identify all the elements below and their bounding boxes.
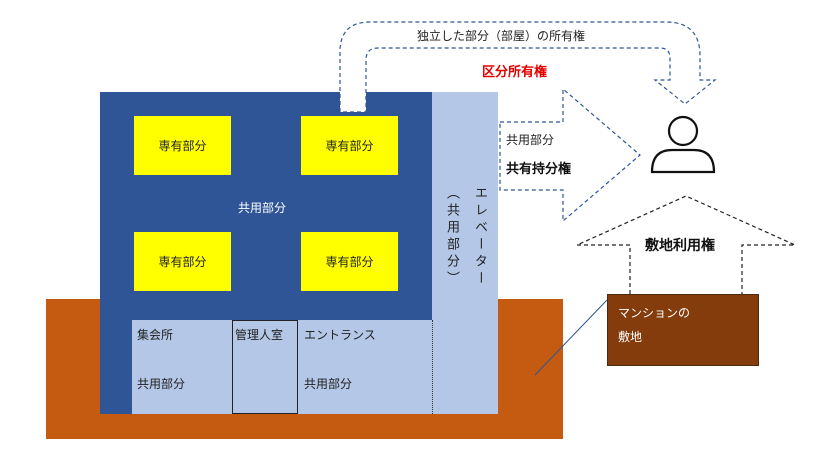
private-unit: 専有部分: [134, 232, 231, 291]
elevator-label: エレベーター: [472, 186, 487, 288]
meeting-hall-common-label: 共用部分: [137, 377, 186, 391]
site-label-line2: 敷地: [618, 330, 643, 344]
elevator-common-label: （共用部分）: [444, 186, 459, 288]
land-use-right-label: 敷地利用権: [645, 238, 715, 254]
elevator-shaft: [432, 92, 498, 414]
site-label-line1: マンションの: [618, 306, 691, 320]
ground-floor-common-area: [132, 320, 432, 414]
co-ownership-label: 共用部分: [506, 133, 555, 147]
entrance-label: エントランス: [304, 328, 376, 342]
co-ownership-arrow: [499, 87, 641, 223]
land-use-arrow: [576, 195, 796, 294]
private-unit: 専有部分: [301, 116, 398, 175]
elevator-divider: [432, 320, 433, 414]
private-unit: 専有部分: [134, 116, 231, 175]
manager-room: [232, 320, 298, 414]
site-box: マンションの 敷地: [607, 294, 759, 366]
manager-room-label: 管理人室: [235, 328, 284, 342]
ownership-caption: 独立した部分（部屋）の所有権: [417, 29, 586, 43]
ownership-arrow: [339, 21, 717, 113]
co-ownership-title: 共有持分権: [506, 162, 572, 177]
building-common-label: 共用部分: [238, 201, 287, 215]
person-icon: [650, 115, 716, 174]
ownership-title: 区分所有権: [482, 65, 548, 80]
entrance-common-label: 共用部分: [304, 377, 353, 391]
site-leader-line: [534, 299, 608, 376]
private-unit: 専有部分: [301, 232, 398, 291]
meeting-hall-label: 集会所: [137, 328, 174, 342]
